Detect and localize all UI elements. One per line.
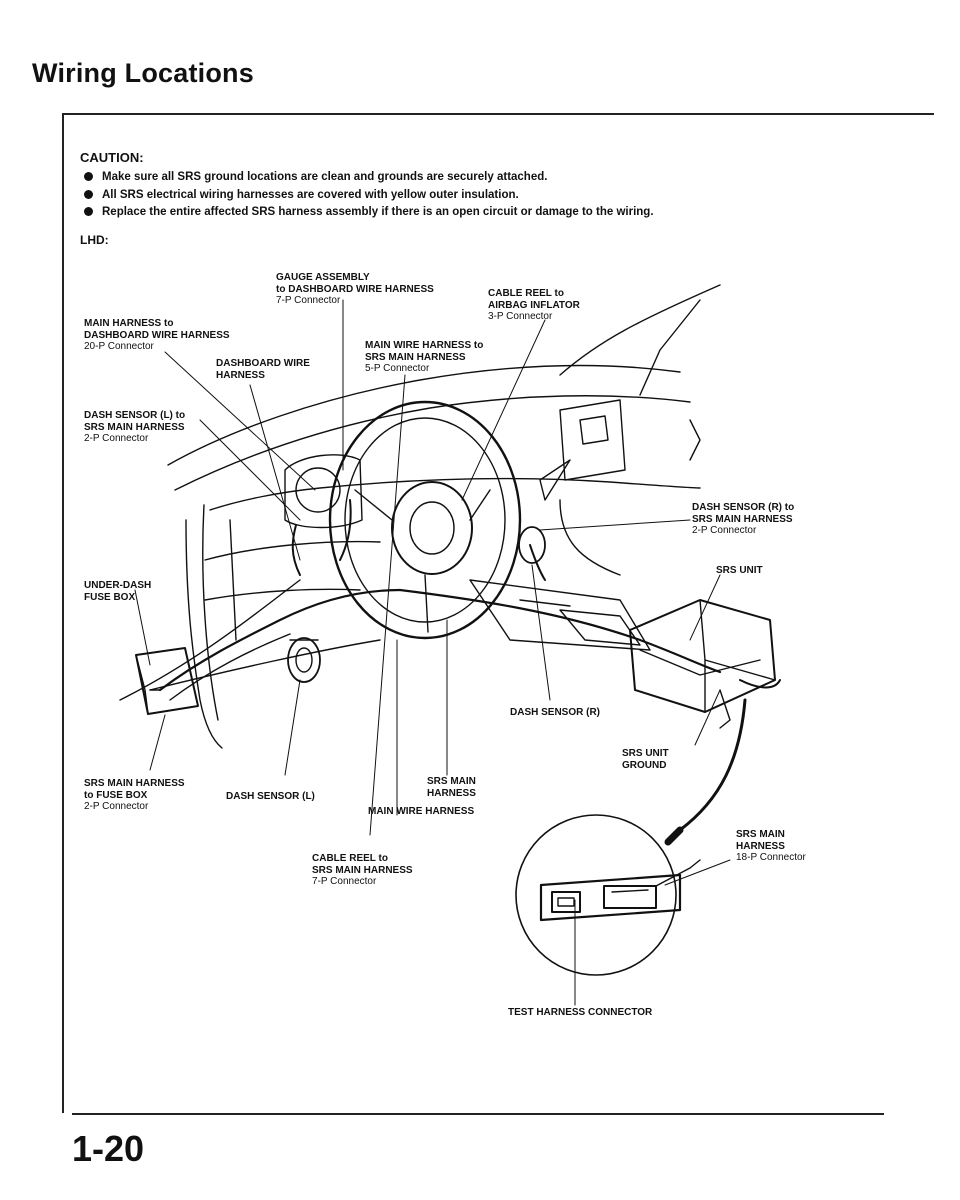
label-cable-reel-airbag: CABLE REEL to AIRBAG INFLATOR 3-P Connec… <box>488 288 580 322</box>
bullet-icon <box>84 189 93 199</box>
label-dash-sensor-l: DASH SENSOR (L) <box>226 791 315 802</box>
lhd-label: LHD: <box>80 233 109 247</box>
label-under-dash-fuse-box: UNDER-DASH FUSE BOX <box>84 580 152 603</box>
label-gauge-assembly: GAUGE ASSEMBLY to DASHBOARD WIRE HARNESS… <box>276 272 434 306</box>
caution-heading: CAUTION: <box>80 150 144 165</box>
top-rule <box>62 113 934 115</box>
label-cable-reel-srs: CABLE REEL to SRS MAIN HARNESS 7-P Conne… <box>312 853 413 887</box>
label-srs-unit-ground: SRS UNIT GROUND <box>622 748 669 771</box>
label-main-wire-harness: MAIN WIRE HARNESS <box>368 806 475 817</box>
label-main-wire-srs: MAIN WIRE HARNESS to SRS MAIN HARNESS 5-… <box>365 340 484 374</box>
bottom-rule <box>72 1113 884 1115</box>
label-dash-sensor-r: DASH SENSOR (R) <box>510 707 601 718</box>
caution-item: Make sure all SRS ground locations are c… <box>84 169 654 187</box>
label-dashboard-wire-harness: DASHBOARD WIRE HARNESS <box>216 358 310 381</box>
label-test-harness-connector: TEST HARNESS CONNECTOR <box>508 1007 653 1018</box>
frame-left-rule <box>62 113 64 1113</box>
label-srs-main-harness-18p: SRS MAIN HARNESS 18-P Connector <box>736 829 806 863</box>
bullet-icon <box>84 172 93 181</box>
page-title: Wiring Locations <box>32 58 254 88</box>
page-number: 1-20 <box>72 1128 145 1169</box>
leader-lines <box>134 299 731 1006</box>
caution-list: Make sure all SRS ground locations are c… <box>84 169 654 222</box>
label-dash-sensor-l-srs: DASH SENSOR (L) to SRS MAIN HARNESS 2-P … <box>84 410 186 444</box>
label-srs-main-fuse-box: SRS MAIN HARNESS to FUSE BOX 2-P Connect… <box>84 778 185 812</box>
label-srs-main-harness: SRS MAIN HARNESS <box>427 776 476 799</box>
caution-item: Replace the entire affected SRS harness … <box>84 204 654 222</box>
label-dash-sensor-r-srs: DASH SENSOR (R) to SRS MAIN HARNESS 2-P … <box>692 502 795 536</box>
bullet-icon <box>84 207 93 216</box>
caution-item: All SRS electrical wiring harnesses are … <box>84 187 654 205</box>
label-main-harness-dashboard: MAIN HARNESS to DASHBOARD WIRE HARNESS 2… <box>84 318 230 352</box>
label-srs-unit: SRS UNIT <box>716 565 763 576</box>
